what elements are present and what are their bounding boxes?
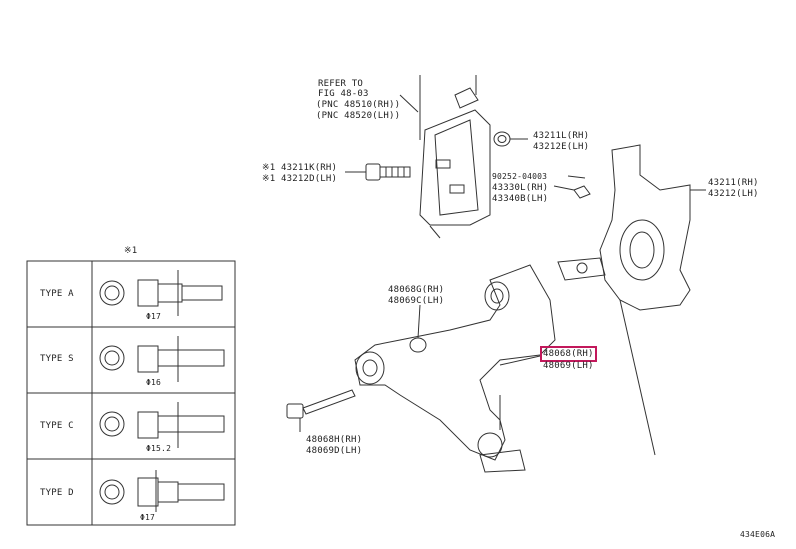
table-type-c: TYPE C: [40, 421, 74, 431]
steering-knuckle: [557, 144, 706, 456]
table-type-d: TYPE D: [40, 488, 74, 498]
refer-line-2: FIG 48-03: [318, 89, 369, 99]
bolt-drawing-c: [99, 402, 225, 448]
table-dim-d: Φ17: [140, 513, 156, 522]
part-48068g[interactable]: 48068G(RH): [388, 285, 445, 295]
part-43340b[interactable]: 43340B(LH): [492, 194, 549, 204]
table-dim-s: Φ16: [146, 378, 162, 387]
part-43212e[interactable]: 43212E(LH): [533, 142, 590, 152]
figure-code: 434E06A: [740, 530, 776, 539]
table-dim-a: Φ17: [146, 312, 162, 321]
refer-line-4: (PNC 48520(LH)): [316, 111, 401, 121]
part-43211l[interactable]: 43211L(RH): [533, 131, 590, 141]
table-type-a: TYPE A: [40, 289, 74, 299]
bolt-type-table: [26, 260, 236, 526]
table-dim-c: Φ15.2: [146, 444, 172, 453]
lower-control-arm: [354, 264, 556, 473]
bolt-43211k: [345, 163, 411, 181]
bolt-drawing-s: [99, 336, 225, 382]
part-43330l[interactable]: 43330L(RH): [492, 183, 549, 193]
part-43211[interactable]: 43211(RH): [708, 178, 759, 188]
bolt-48068h: [286, 389, 356, 432]
part-48069[interactable]: 48069(LH): [543, 361, 594, 371]
part-43211k[interactable]: ※1 43211K(RH): [262, 163, 338, 173]
part-48069c[interactable]: 48069C(LH): [388, 296, 445, 306]
part-48068h[interactable]: 48068H(RH): [306, 435, 363, 445]
refer-line-1: REFER TO: [318, 79, 363, 89]
washer-43211l: [493, 131, 528, 147]
table-type-s: TYPE S: [40, 354, 74, 364]
part-48068[interactable]: 48068(RH): [540, 346, 597, 362]
bolt-drawing-d: [99, 470, 225, 512]
strut-assembly: [399, 75, 491, 239]
part-43212d[interactable]: ※1 43212D(LH): [262, 174, 338, 184]
part-48069d[interactable]: 48069D(LH): [306, 446, 363, 456]
part-90252[interactable]: 90252-04003: [492, 172, 548, 181]
refer-line-3: (PNC 48510(RH)): [316, 100, 401, 110]
bolt-drawing-a: [99, 270, 223, 316]
nut-43330l: [553, 175, 591, 199]
part-43212[interactable]: 43212(LH): [708, 189, 759, 199]
table-header-mark: ※1: [124, 246, 138, 256]
